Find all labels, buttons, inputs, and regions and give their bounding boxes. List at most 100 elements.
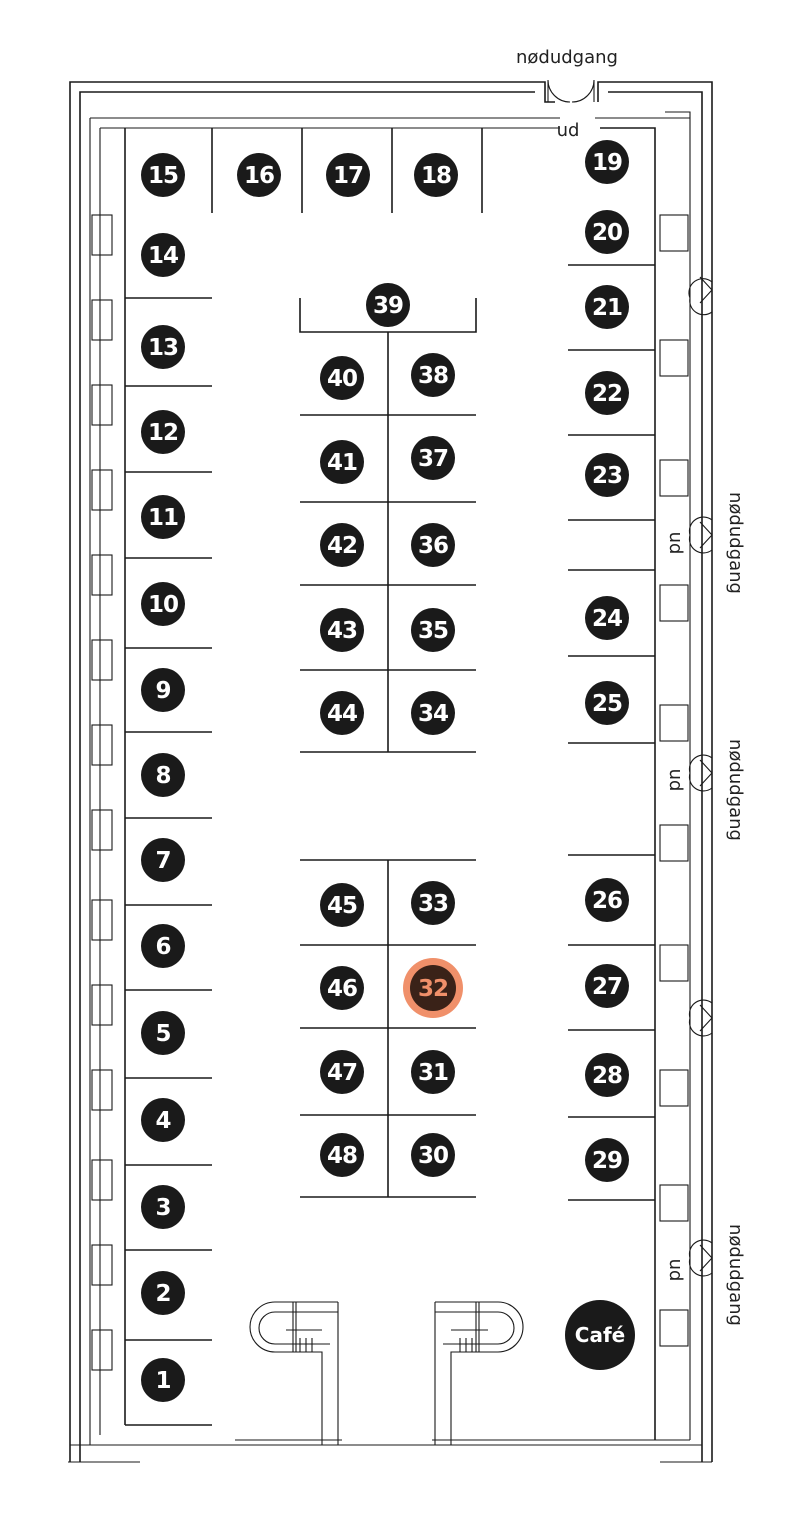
stall-26[interactable]: 26 <box>585 878 629 922</box>
stall-circle <box>320 966 364 1010</box>
stall-24[interactable]: 24 <box>585 596 629 640</box>
stall-13[interactable]: 13 <box>141 325 185 369</box>
stall-34[interactable]: 34 <box>411 691 455 735</box>
stall-18[interactable]: 18 <box>414 153 458 197</box>
stall-43[interactable]: 43 <box>320 608 364 652</box>
stall-28[interactable]: 28 <box>585 1053 629 1097</box>
stall-39[interactable]: 39 <box>366 283 410 327</box>
stall-circle <box>411 691 455 735</box>
stall-45[interactable]: 45 <box>320 883 364 927</box>
window-bay <box>659 214 689 252</box>
stall-number: 28 <box>592 1063 622 1089</box>
stall-37[interactable]: 37 <box>411 436 455 480</box>
stall-number: 35 <box>418 618 448 644</box>
stall-21[interactable]: 21 <box>585 285 629 329</box>
stall-42[interactable]: 42 <box>320 523 364 567</box>
window-bay <box>659 824 689 862</box>
cafe-marker[interactable]: Café <box>565 1300 635 1370</box>
stall-2[interactable]: 2 <box>141 1271 185 1315</box>
stall-41[interactable]: 41 <box>320 440 364 484</box>
window-bay <box>659 1069 689 1107</box>
stall-number: 3 <box>155 1195 170 1221</box>
stall-30[interactable]: 30 <box>411 1133 455 1177</box>
stall-8[interactable]: 8 <box>141 753 185 797</box>
stall-7[interactable]: 7 <box>141 838 185 882</box>
stall-22[interactable]: 22 <box>585 371 629 415</box>
stall-31[interactable]: 31 <box>411 1050 455 1094</box>
stall-circle <box>141 838 185 882</box>
stall-3[interactable]: 3 <box>141 1185 185 1229</box>
stall-46[interactable]: 46 <box>320 966 364 1010</box>
stall-32-highlighted[interactable]: 32 <box>403 958 463 1018</box>
stall-4[interactable]: 4 <box>141 1098 185 1142</box>
window-bay <box>659 704 689 742</box>
stall-44[interactable]: 44 <box>320 691 364 735</box>
stall-1[interactable]: 1 <box>141 1358 185 1402</box>
stall-11[interactable]: 11 <box>141 495 185 539</box>
window-bay <box>91 214 113 256</box>
stall-circle <box>141 753 185 797</box>
stall-circle <box>585 681 629 725</box>
stall-number: 20 <box>592 220 622 246</box>
stall-10[interactable]: 10 <box>141 582 185 626</box>
window-bay <box>659 339 689 377</box>
stall-number: 9 <box>155 678 170 704</box>
stall-number: 41 <box>327 450 357 476</box>
stall-36[interactable]: 36 <box>411 523 455 567</box>
stall-number: 5 <box>155 1021 170 1047</box>
stall-35[interactable]: 35 <box>411 608 455 652</box>
stall-number: 32 <box>418 976 448 1002</box>
stall-38[interactable]: 38 <box>411 353 455 397</box>
stall-16[interactable]: 16 <box>237 153 281 197</box>
stall-circle <box>585 1053 629 1097</box>
stall-48[interactable]: 48 <box>320 1133 364 1177</box>
stall-number: 47 <box>327 1060 357 1086</box>
stall-33[interactable]: 33 <box>411 881 455 925</box>
stall-15[interactable]: 15 <box>141 153 185 197</box>
stall-25[interactable]: 25 <box>585 681 629 725</box>
stall-number: 17 <box>333 163 363 189</box>
stall-number: 48 <box>327 1143 357 1169</box>
stall-circle <box>141 495 185 539</box>
stall-circle <box>320 440 364 484</box>
window-bay <box>659 1309 689 1347</box>
stall-27[interactable]: 27 <box>585 964 629 1008</box>
stall-number: 36 <box>418 533 448 559</box>
stall-circle <box>585 371 629 415</box>
stall-number: 14 <box>148 243 178 269</box>
stall-circle <box>366 283 410 327</box>
stall-circle <box>585 878 629 922</box>
stall-circle <box>410 965 456 1011</box>
stall-9[interactable]: 9 <box>141 668 185 712</box>
stall-20[interactable]: 20 <box>585 210 629 254</box>
building-walls <box>68 81 713 1463</box>
stall-circle <box>320 608 364 652</box>
stall-23[interactable]: 23 <box>585 453 629 497</box>
stall-47[interactable]: 47 <box>320 1050 364 1094</box>
stall-circle <box>141 924 185 968</box>
stall-circle <box>141 582 185 626</box>
right-exit-doors <box>688 276 713 1277</box>
window-bay <box>91 984 113 1026</box>
stall-17[interactable]: 17 <box>326 153 370 197</box>
stall-6[interactable]: 6 <box>141 924 185 968</box>
stall-14[interactable]: 14 <box>141 233 185 277</box>
stall-19[interactable]: 19 <box>585 140 629 184</box>
stall-circle <box>141 668 185 712</box>
stall-number: 38 <box>418 363 448 389</box>
stall-number: 27 <box>592 974 622 1000</box>
window-bay <box>659 584 689 622</box>
stall-circle <box>411 523 455 567</box>
stall-number: 46 <box>327 976 357 1002</box>
stall-29[interactable]: 29 <box>585 1138 629 1182</box>
stall-5[interactable]: 5 <box>141 1011 185 1055</box>
stall-40[interactable]: 40 <box>320 356 364 400</box>
stall-12[interactable]: 12 <box>141 410 185 454</box>
stall-circle <box>326 153 370 197</box>
stall-circle <box>585 285 629 329</box>
stall-circle <box>320 356 364 400</box>
stall-number: 21 <box>592 295 622 321</box>
stall-number: 16 <box>244 163 274 189</box>
stall-circle <box>320 883 364 927</box>
